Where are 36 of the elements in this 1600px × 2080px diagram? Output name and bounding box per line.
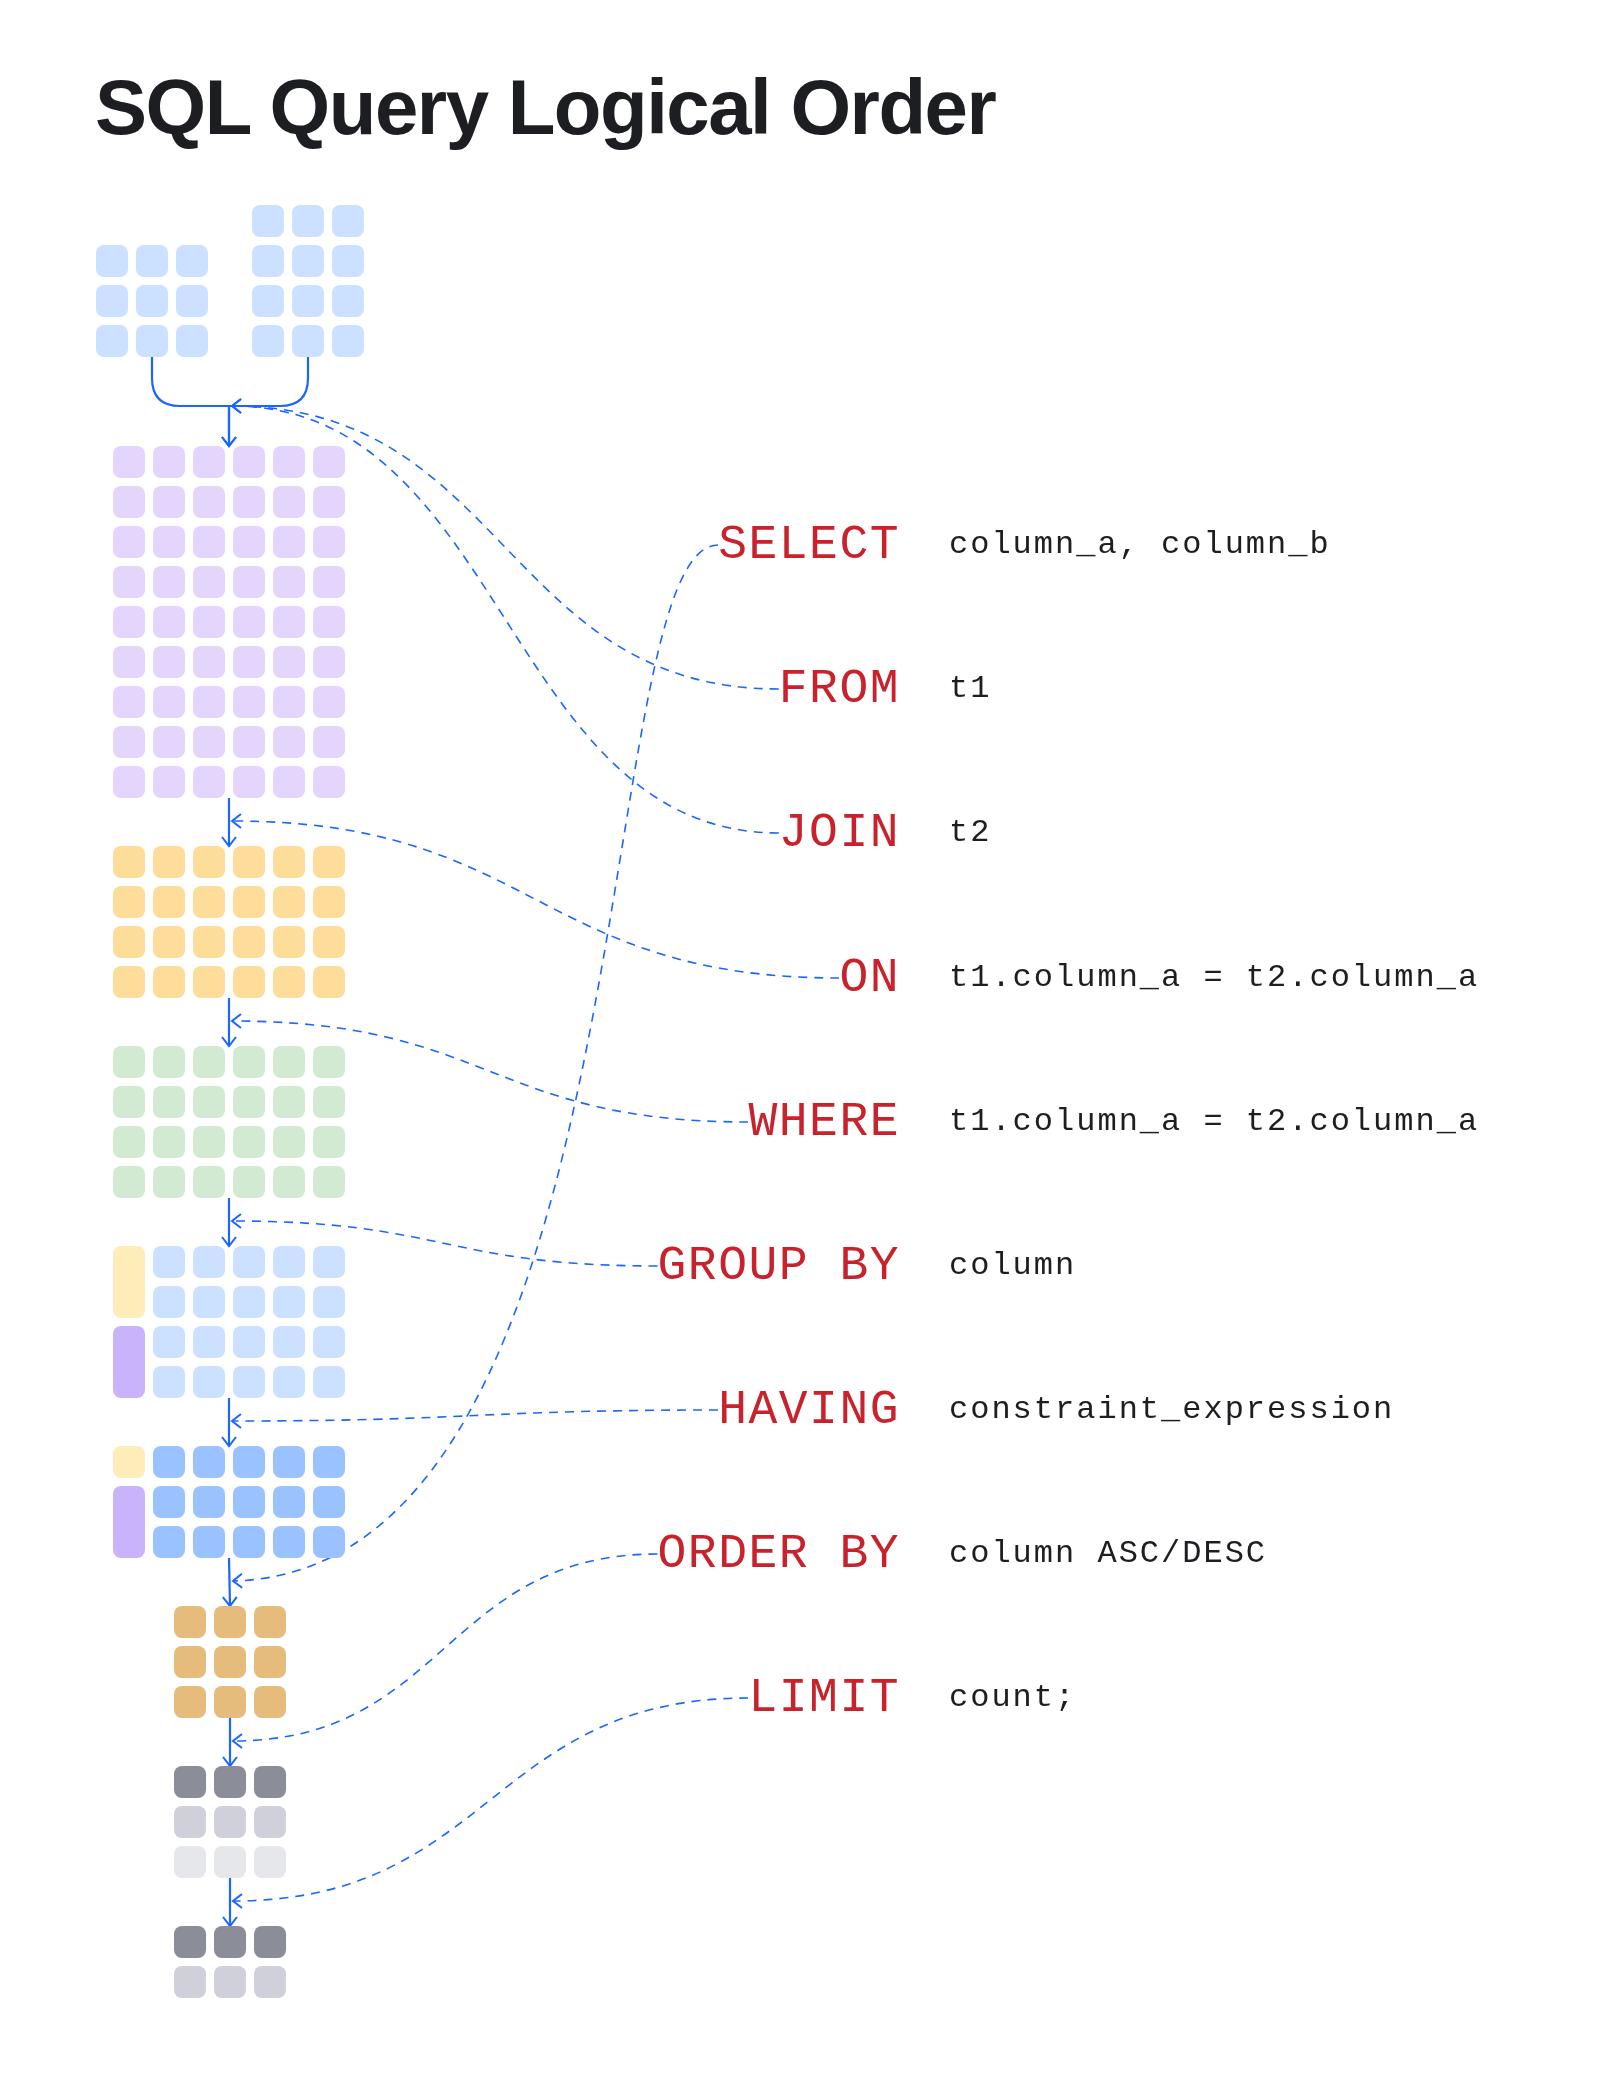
table-grid — [113, 1046, 345, 1198]
flow-arrow — [221, 1398, 237, 1447]
flow-arrow — [221, 1557, 238, 1607]
code-text: count; — [949, 1678, 1077, 1718]
dashed-arrow — [231, 399, 780, 834]
code-text: t1.column_a = t2.column_a — [949, 958, 1480, 998]
flow-arrow — [221, 998, 237, 1047]
dashed-arrow — [231, 1213, 659, 1267]
table-grid — [174, 1766, 286, 1878]
dashed-arrow — [232, 544, 719, 1587]
code-text: column ASC/DESC — [949, 1534, 1268, 1574]
code-text: t1.column_a = t2.column_a — [949, 1102, 1480, 1142]
code-text: column_a, column_b — [949, 525, 1331, 565]
flow-arrow — [222, 1878, 238, 1927]
dashed-arrow — [231, 1013, 750, 1123]
table-grid — [96, 245, 208, 357]
dashed-arrow — [232, 1697, 750, 1909]
flow-arrow — [221, 1198, 237, 1247]
diagram-title: SQL Query Logical Order — [95, 62, 996, 153]
table-grid — [252, 205, 364, 357]
table-grid — [113, 446, 345, 798]
dashed-arrow — [231, 1409, 719, 1429]
code-text: t2 — [949, 813, 992, 853]
flow-arrow — [221, 357, 310, 447]
code-text: constraint_expression — [949, 1390, 1395, 1430]
table-grid — [174, 1926, 286, 1998]
dashed-arrow — [231, 813, 841, 979]
code-text: column — [949, 1246, 1077, 1286]
flow-arrow — [222, 1718, 238, 1767]
flow-arrow — [221, 798, 237, 847]
table-grid — [113, 1246, 345, 1398]
table-grid — [174, 1606, 286, 1718]
table-grid — [113, 1446, 345, 1558]
code-text: t1 — [949, 669, 992, 709]
table-grid — [113, 846, 345, 998]
dashed-arrow — [232, 1553, 659, 1749]
